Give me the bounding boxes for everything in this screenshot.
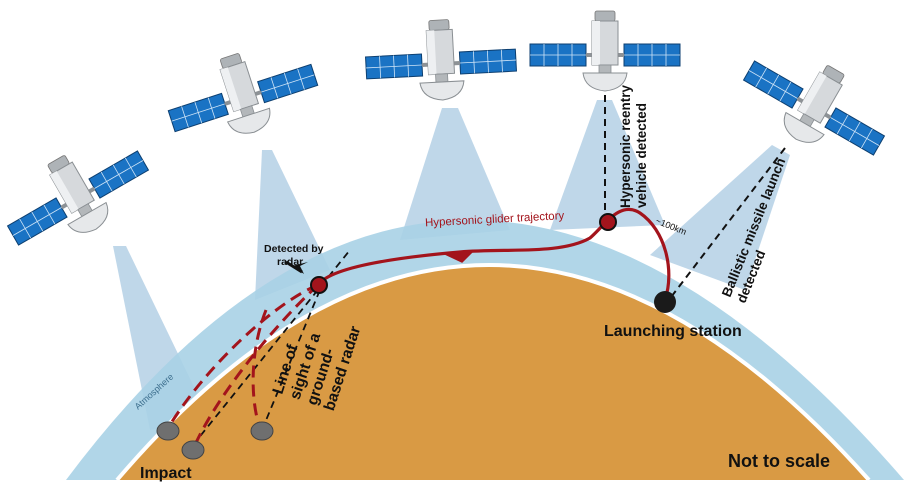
radar-pointer-shaft	[285, 260, 303, 274]
launching-station-label: Launching station	[604, 323, 742, 340]
hypersonic-detected-label: Hypersonic reentry vehicle detected	[618, 81, 649, 208]
satellite-icon	[363, 15, 519, 105]
impact-path	[166, 283, 319, 429]
launch-site-marker	[654, 291, 676, 313]
satellite-beam	[400, 108, 510, 240]
earth-rim	[115, 263, 871, 482]
impact-label: Impact	[140, 465, 192, 482]
satellite-icon	[157, 32, 326, 156]
satellite-beam	[550, 100, 665, 230]
detected-by-radar-label: Detected by radar	[264, 243, 326, 268]
glider-trajectory	[316, 207, 671, 301]
detection-line-ballistic	[664, 147, 786, 306]
impact-path	[193, 283, 320, 446]
satellite-icon	[730, 31, 902, 178]
impact-path	[251, 309, 268, 429]
satellite-icon	[529, 10, 681, 92]
impact-site-marker	[156, 421, 180, 441]
not-to-scale-label: Not to scale	[728, 451, 830, 471]
trajectory-arrow	[442, 251, 474, 263]
detection-point-marker	[310, 276, 328, 294]
satellite-icon	[0, 121, 162, 268]
radar-pointer-arrow	[292, 262, 308, 274]
radar-line-of-sight	[261, 284, 323, 431]
impact-site-marker	[250, 421, 274, 441]
impact-site-marker	[181, 440, 205, 460]
detection-point-marker	[599, 213, 617, 231]
satellite-beam	[650, 145, 790, 290]
